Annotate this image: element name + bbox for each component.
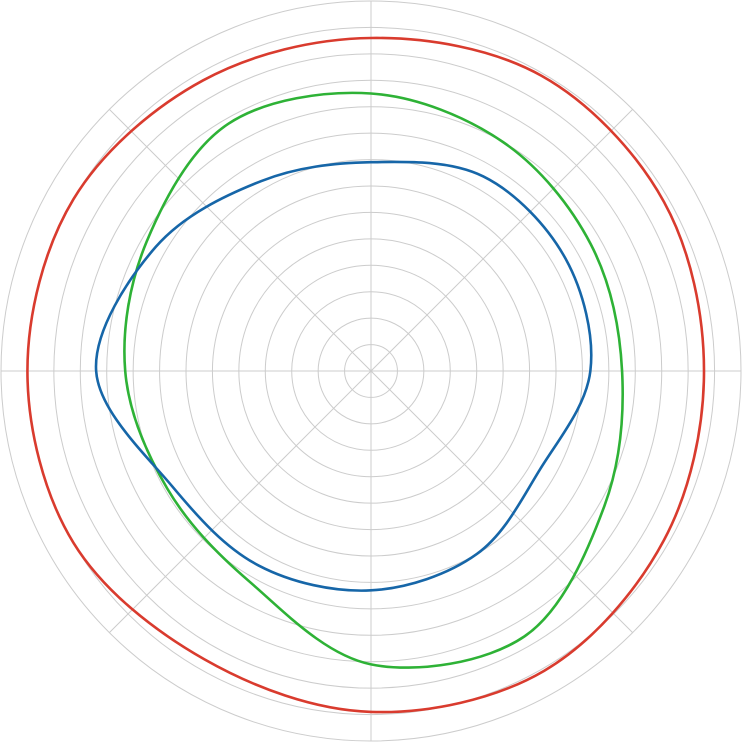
grid-spoke bbox=[109, 370, 372, 633]
grid-spoke bbox=[370, 370, 633, 633]
grid-spoke bbox=[370, 109, 633, 372]
series-line-1 bbox=[26, 36, 706, 714]
grid-spoke bbox=[109, 109, 372, 372]
series-line-2 bbox=[123, 91, 624, 669]
series-line-3 bbox=[94, 160, 593, 592]
series-layer bbox=[26, 36, 706, 714]
